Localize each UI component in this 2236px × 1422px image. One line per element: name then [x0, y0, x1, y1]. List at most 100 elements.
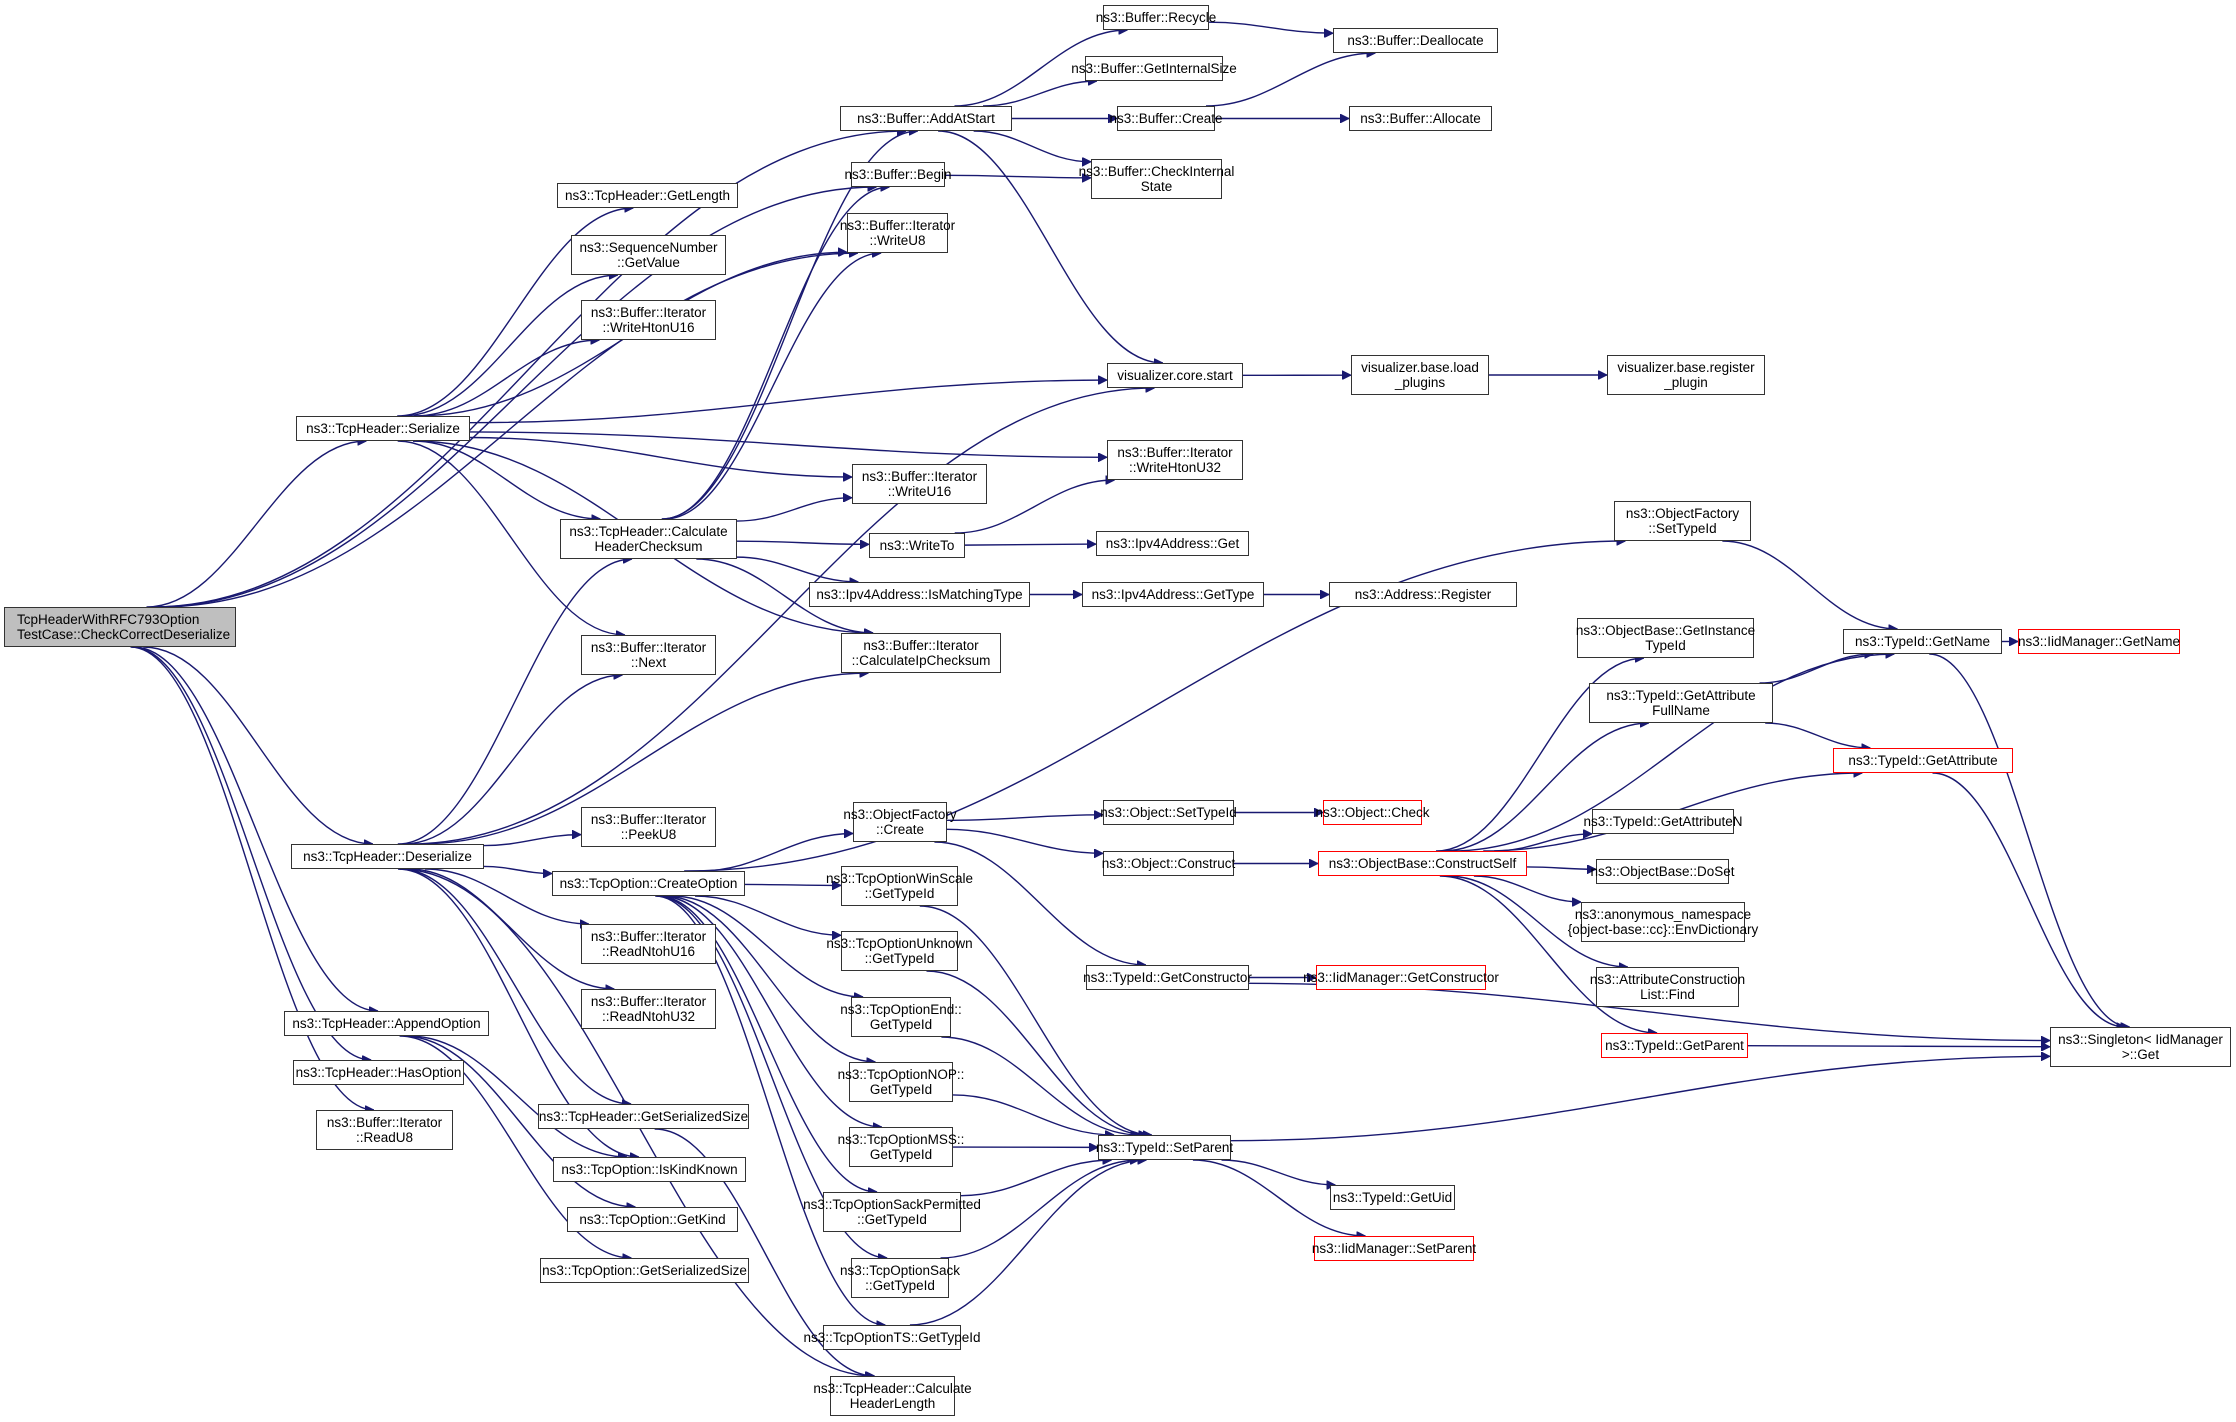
- function-node-iidctor[interactable]: ns3::IidManager::GetConstructor: [1303, 965, 1499, 990]
- call-edge-deser-to-calchk: [397, 559, 632, 845]
- function-node-oconstruct[interactable]: ns3::Object::Construct: [1102, 851, 1235, 876]
- function-node-attrfull[interactable]: ns3::TypeId::GetAttribute FullName: [1589, 683, 1773, 723]
- function-node-iskind[interactable]: ns3::TcpOption::IsKindKnown: [553, 1157, 746, 1182]
- function-node-iidname[interactable]: ns3::IidManager::GetName: [2018, 629, 2180, 654]
- call-edge-root-to-append: [133, 646, 378, 1011]
- call-edge-getattr-to-singleton: [1932, 772, 2125, 1027]
- function-node-optmss[interactable]: ns3::TcpOptionMSS:: GetTypeId: [838, 1127, 964, 1167]
- function-node-iptype[interactable]: ns3::Ipv4Address::GetType: [1082, 582, 1264, 607]
- call-edge-cself-to-attrn: [1494, 834, 1592, 852]
- function-node-getattr[interactable]: ns3::TypeId::GetAttribute: [1833, 748, 2013, 773]
- call-edge-createopt-to-unknown: [694, 895, 841, 935]
- call-edge-deser-to-createopt: [483, 865, 552, 873]
- function-node-deser[interactable]: ns3::TcpHeader::Deserialize: [291, 844, 484, 869]
- function-node-getctor[interactable]: ns3::TypeId::GetConstructor: [1083, 965, 1252, 990]
- function-node-writeto[interactable]: ns3::WriteTo: [869, 533, 965, 558]
- function-node-ismatch[interactable]: ns3::Ipv4Address::IsMatchingType: [809, 582, 1030, 607]
- function-node-hasopt[interactable]: ns3::TcpHeader::HasOption: [293, 1060, 464, 1085]
- function-node-optser[interactable]: ns3::TcpOption::GetSerializedSize: [540, 1258, 749, 1283]
- function-node-loadpl[interactable]: visualizer.base.load _plugins: [1351, 355, 1489, 395]
- call-edge-optts-to-setparent: [909, 1160, 1147, 1326]
- call-edge-setparent-to-singleton: [1230, 1056, 2050, 1142]
- call-edge-addstart-to-intsize: [982, 81, 1097, 107]
- function-node-optts[interactable]: ns3::TcpOptionTS::GetTypeId: [803, 1325, 981, 1350]
- function-node-peeku8[interactable]: ns3::Buffer::Iterator ::PeekU8: [581, 807, 716, 847]
- function-node-rnu16[interactable]: ns3::Buffer::Iterator ::ReadNtohU16: [581, 924, 716, 964]
- function-node-addstart[interactable]: ns3::Buffer::AddAtStart: [840, 106, 1012, 131]
- function-node-ipget[interactable]: ns3::Ipv4Address::Get: [1096, 531, 1249, 556]
- function-node-alloc[interactable]: ns3::Buffer::Allocate: [1349, 106, 1492, 131]
- function-node-optend[interactable]: ns3::TcpOptionEnd:: GetTypeId: [840, 997, 962, 1037]
- function-node-iidsetp[interactable]: ns3::IidManager::SetParent: [1312, 1236, 1476, 1261]
- function-node-rnu32[interactable]: ns3::Buffer::Iterator ::ReadNtohU32: [581, 989, 716, 1029]
- call-edge-ser-to-whu16: [413, 340, 600, 417]
- call-edge-sackperm-to-setparent: [960, 1160, 1112, 1197]
- function-node-unknown[interactable]: ns3::TcpOptionUnknown ::GetTypeId: [826, 931, 973, 971]
- function-node-winscale[interactable]: ns3::TcpOptionWinScale ::GetTypeId: [826, 866, 973, 906]
- function-node-bcreate[interactable]: ns3::Buffer::Create: [1109, 106, 1223, 131]
- function-node-cself[interactable]: ns3::ObjectBase::ConstructSelf: [1318, 851, 1527, 876]
- function-node-getparent[interactable]: ns3::TypeId::GetParent: [1601, 1033, 1748, 1058]
- call-edge-deser-to-peeku8: [483, 835, 581, 847]
- function-node-addrreg[interactable]: ns3::Address::Register: [1329, 582, 1517, 607]
- call-edge-createopt-to-ofcreate: [699, 833, 853, 872]
- call-edge-ser-to-seqval: [402, 275, 618, 417]
- call-edge-cself-to-getparent: [1439, 875, 1657, 1033]
- function-node-getlen[interactable]: ns3::TcpHeader::GetLength: [557, 183, 738, 208]
- function-node-calchk[interactable]: ns3::TcpHeader::Calculate HeaderChecksum: [560, 519, 737, 559]
- call-edge-getname-to-singleton: [1929, 653, 2130, 1027]
- root-function-node[interactable]: TcpHeaderWithRFC793Option TestCase::Chec…: [4, 607, 236, 647]
- function-node-recycle[interactable]: ns3::Buffer::Recycle: [1096, 5, 1216, 30]
- function-node-attrn[interactable]: ns3::TypeId::GetAttributeN: [1583, 809, 1743, 834]
- function-node-next[interactable]: ns3::Buffer::Iterator ::Next: [581, 635, 716, 675]
- function-node-aclfind[interactable]: ns3::AttributeConstruction List::Find: [1590, 967, 1745, 1007]
- function-node-intsize[interactable]: ns3::Buffer::GetInternalSize: [1071, 56, 1237, 81]
- call-edge-root-to-ser: [146, 441, 366, 608]
- function-node-calclen[interactable]: ns3::TcpHeader::Calculate HeaderLength: [813, 1376, 972, 1416]
- function-node-wu8[interactable]: ns3::Buffer::Iterator ::WriteU8: [840, 213, 955, 253]
- call-edge-cself-to-doset: [1526, 867, 1596, 869]
- function-node-osettid[interactable]: ns3::Object::SetTypeId: [1100, 800, 1237, 825]
- call-edge-deser-to-vstart: [407, 388, 1155, 845]
- call-edge-calchk-to-writeto: [736, 541, 869, 544]
- function-node-ofsettid[interactable]: ns3::ObjectFactory ::SetTypeId: [1614, 501, 1751, 541]
- function-node-append[interactable]: ns3::TcpHeader::AppendOption: [284, 1011, 489, 1036]
- function-node-regpl[interactable]: visualizer.base.register _plugin: [1607, 355, 1765, 395]
- function-node-ser[interactable]: ns3::TcpHeader::Serialize: [296, 416, 470, 441]
- function-node-doset[interactable]: ns3::ObjectBase::DoSet: [1590, 859, 1735, 884]
- call-edge-writeto-to-ipget: [964, 544, 1096, 545]
- function-node-calcip[interactable]: ns3::Buffer::Iterator ::CalculateIpCheck…: [841, 633, 1001, 673]
- call-edge-ser-to-whu32: [469, 431, 1107, 457]
- function-node-begin[interactable]: ns3::Buffer::Begin: [844, 162, 952, 187]
- function-node-envdict[interactable]: ns3::anonymous_namespace {object-base::c…: [1568, 902, 1758, 942]
- function-node-getname[interactable]: ns3::TypeId::GetName: [1843, 629, 2002, 654]
- call-edge-recycle-to-dealloc: [1208, 21, 1333, 33]
- function-node-instid[interactable]: ns3::ObjectBase::GetInstance TypeId: [1576, 618, 1755, 658]
- function-node-whu16[interactable]: ns3::Buffer::Iterator ::WriteHtonU16: [581, 300, 716, 340]
- call-edge-calchk-to-wu8: [664, 253, 881, 520]
- function-node-getkind[interactable]: ns3::TcpOption::GetKind: [567, 1207, 738, 1232]
- call-edge-attrfull-to-getname: [1759, 654, 1874, 684]
- function-node-createopt[interactable]: ns3::TcpOption::CreateOption: [552, 871, 745, 896]
- function-node-getser[interactable]: ns3::TcpHeader::GetSerializedSize: [538, 1104, 749, 1129]
- call-edge-begin-to-chkint: [944, 175, 1091, 178]
- function-node-whu32[interactable]: ns3::Buffer::Iterator ::WriteHtonU32: [1107, 440, 1243, 480]
- function-node-ofcreate[interactable]: ns3::ObjectFactory ::Create: [843, 802, 957, 842]
- function-node-seqval[interactable]: ns3::SequenceNumber ::GetValue: [571, 235, 726, 275]
- function-node-wu16[interactable]: ns3::Buffer::Iterator ::WriteU16: [852, 464, 987, 504]
- call-edge-attrfull-to-getattr: [1765, 722, 1870, 748]
- function-node-optnop[interactable]: ns3::TcpOptionNOP:: GetTypeId: [838, 1062, 964, 1102]
- function-node-singleton[interactable]: ns3::Singleton< IidManager >::Get: [2050, 1027, 2231, 1067]
- function-node-getuid[interactable]: ns3::TypeId::GetUid: [1330, 1185, 1455, 1210]
- function-node-vstart[interactable]: visualizer.core.start: [1107, 363, 1243, 388]
- function-node-readu8[interactable]: ns3::Buffer::Iterator ::ReadU8: [316, 1110, 453, 1150]
- function-node-ocheck[interactable]: ns3::Object::Check: [1315, 800, 1430, 825]
- function-node-sack[interactable]: ns3::TcpOptionSack ::GetTypeId: [840, 1258, 960, 1298]
- function-node-setparent[interactable]: ns3::TypeId::SetParent: [1096, 1135, 1233, 1160]
- function-node-chkint[interactable]: ns3::Buffer::CheckInternal State: [1079, 159, 1234, 199]
- function-node-sackperm[interactable]: ns3::TcpOptionSackPermitted ::GetTypeId: [803, 1192, 981, 1232]
- call-edge-ser-to-vstart: [469, 380, 1107, 424]
- function-node-dealloc[interactable]: ns3::Buffer::Deallocate: [1333, 28, 1498, 53]
